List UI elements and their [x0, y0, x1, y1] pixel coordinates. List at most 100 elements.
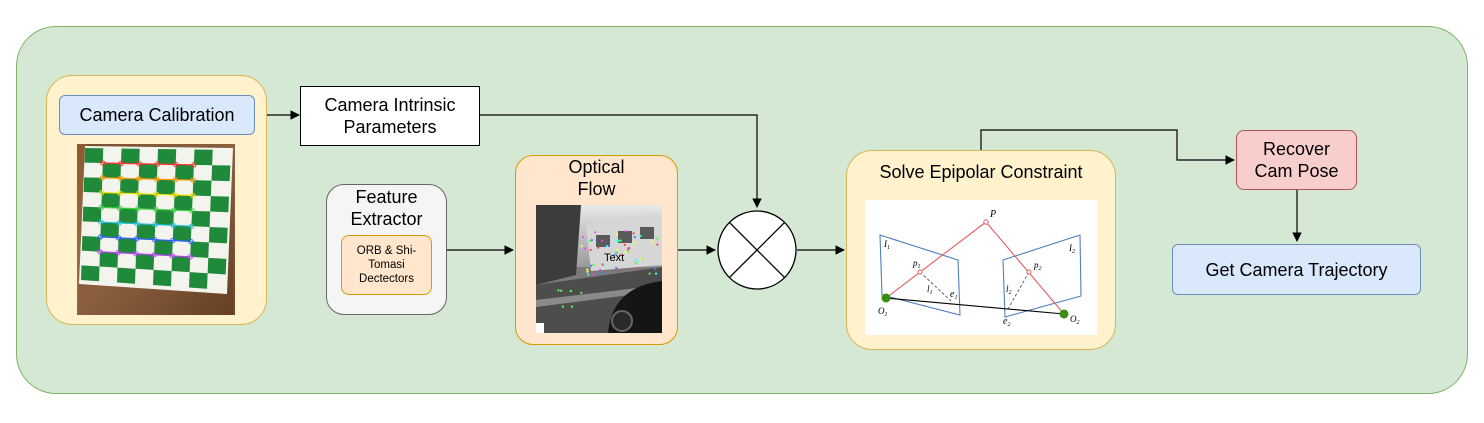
- label-O2: O2: [1070, 314, 1080, 326]
- corner-link: [118, 222, 138, 225]
- flow-point: [615, 239, 618, 242]
- checker-square: [172, 225, 192, 242]
- flow-point: [634, 262, 637, 265]
- optical-flow-label-line1: Optical: [568, 157, 625, 177]
- label-I2: I2: [1068, 243, 1075, 255]
- checker-square: [189, 272, 208, 289]
- corner-point: [190, 177, 196, 183]
- feature-extractor-label-line2: Extractor: [350, 209, 423, 229]
- flow-point: [593, 273, 596, 276]
- camera-trajectory-box[interactable]: Get Camera Trajectory: [1172, 244, 1421, 295]
- checker-square: [101, 192, 120, 209]
- flow-point: [619, 254, 622, 257]
- flow-point: [571, 305, 574, 308]
- recover-cam-pose-box[interactable]: Recover Cam Pose: [1236, 130, 1357, 190]
- corner-link: [172, 239, 191, 243]
- camera-center-O1: [881, 293, 891, 303]
- checker-squares: [81, 148, 231, 289]
- flow-point: [561, 305, 564, 308]
- flow-point: [633, 236, 636, 239]
- checker-square: [137, 193, 157, 210]
- corner-link: [156, 193, 175, 196]
- camera-calibration-box[interactable]: Camera Calibration: [59, 95, 255, 135]
- corner-link: [173, 224, 192, 227]
- flow-point: [623, 243, 626, 246]
- corner-link: [173, 209, 193, 212]
- label-I1: I1: [883, 239, 890, 251]
- checker-square: [117, 267, 136, 284]
- corner-point: [189, 192, 196, 199]
- flow-point: [616, 268, 619, 271]
- flow-point: [601, 263, 604, 266]
- camera-intrinsic-box[interactable]: Camera Intrinsic Parameters: [300, 86, 480, 146]
- corner-link: [136, 253, 155, 256]
- flow-point: [589, 239, 592, 243]
- feature-extractor-title: Feature Extractor: [326, 186, 447, 230]
- arrow-intrinsic-to-combiner: [480, 114, 762, 208]
- flow-point: [594, 231, 597, 234]
- combine-operator-icon: [717, 210, 797, 290]
- optical-flow-label-line2: Flow: [577, 179, 616, 199]
- flow-point: [632, 268, 635, 271]
- checkerboard-calibration-image: [77, 144, 235, 315]
- recover-label-line1: Recover: [1262, 139, 1331, 159]
- label-e1: e1: [950, 289, 957, 301]
- checker-square: [155, 209, 174, 226]
- checker-square: [207, 257, 227, 275]
- checker-square: [120, 178, 139, 194]
- camera-calibration-label: Camera Calibration: [79, 105, 235, 125]
- flow-point: [633, 241, 636, 244]
- flow-point: [634, 258, 637, 261]
- flow-point: [619, 239, 622, 242]
- flow-point: [656, 243, 659, 246]
- checker-square: [81, 265, 100, 282]
- baseline: [885, 297, 1065, 315]
- flow-point: [626, 250, 630, 253]
- arrow-epipolar-to-recover: [980, 129, 1235, 165]
- flow-point: [599, 268, 602, 271]
- flow-point: [624, 230, 627, 233]
- corner-link: [172, 255, 191, 258]
- corner-link: [154, 254, 173, 257]
- optical-flow-title: Optical Flow: [515, 156, 678, 200]
- checker-square: [138, 163, 158, 180]
- point-P: [983, 219, 989, 225]
- orb-shi-tomasi-box[interactable]: ORB & Shi- Tomasi Dectectors: [341, 235, 432, 295]
- flow-point: [616, 248, 619, 251]
- corner-link: [138, 193, 157, 195]
- checker-square: [171, 255, 191, 273]
- label-l1: l1: [927, 284, 933, 296]
- corner-link: [137, 208, 156, 211]
- flow-point: [587, 273, 590, 276]
- flow-point: [639, 234, 642, 237]
- corner-point: [188, 238, 194, 245]
- epipolar-geometry-figure: P p1 p2 I1 I2 l1 l2 e1 e2 O1 O2: [865, 200, 1097, 335]
- flow-point: [560, 289, 563, 292]
- checker-square: [102, 163, 121, 179]
- flow-point: [651, 240, 654, 243]
- checker-square: [136, 223, 156, 240]
- checker-square: [157, 149, 177, 165]
- camera-center-O2: [1059, 309, 1069, 319]
- flow-point: [654, 267, 657, 270]
- checker-square: [190, 241, 209, 258]
- corner-point: [191, 162, 197, 168]
- flow-point: [580, 245, 583, 248]
- checker-square: [154, 239, 173, 256]
- point-p2: [1026, 269, 1032, 275]
- flow-point: [632, 232, 635, 235]
- corner-link: [137, 223, 156, 226]
- flow-point: [655, 272, 658, 275]
- flow-point: [597, 246, 600, 249]
- checker-square: [175, 164, 194, 181]
- flow-point: [557, 289, 560, 292]
- flow-point: [656, 237, 659, 240]
- flow-point: [592, 263, 595, 266]
- flow-point: [624, 250, 627, 253]
- checker-square: [118, 237, 137, 254]
- checker-square: [99, 251, 118, 268]
- epipolar-title: Solve Epipolar Constraint: [846, 160, 1116, 184]
- flow-point: [601, 271, 604, 275]
- checker-square: [191, 210, 211, 227]
